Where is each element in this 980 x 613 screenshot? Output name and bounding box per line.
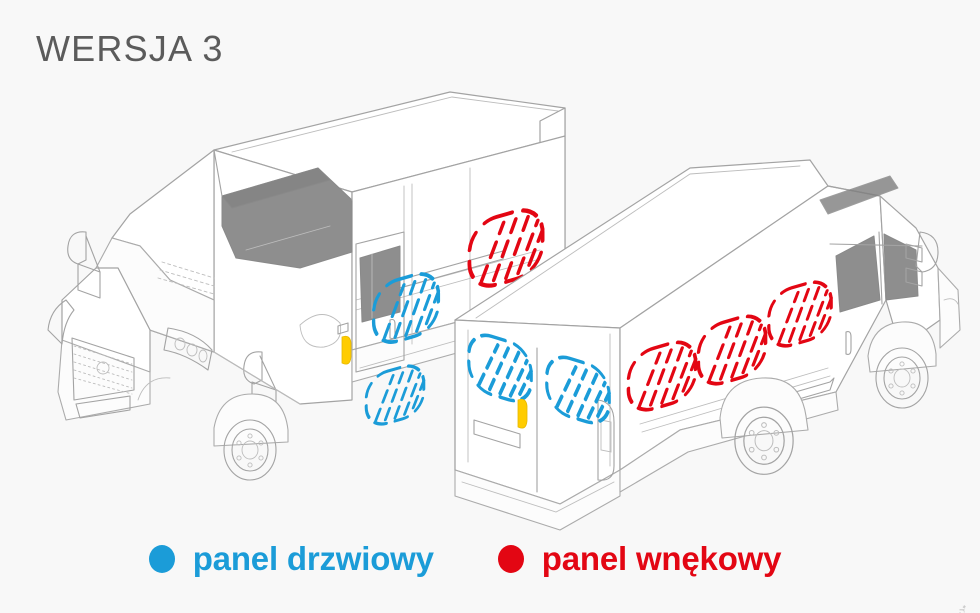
page-title: WERSJA 3 [36, 28, 224, 69]
blue-dot-icon [148, 545, 175, 573]
legend-label-door-panel: panel drzwiowy [192, 540, 434, 577]
copyright-text: *rzut poglądowy w celu oddania ilości dr… [957, 605, 968, 613]
red-dot-icon [497, 545, 524, 573]
legend-item-recess-panel: panel wnękowy [497, 540, 782, 578]
legend: panel drzwiowy panel wnękowy [0, 540, 930, 578]
door-handle-icon [341, 335, 352, 365]
legend-item-door-panel: panel drzwiowy [148, 540, 434, 578]
legend-label-recess-panel: panel wnękowy [541, 540, 782, 577]
van-rear-right-view [454, 159, 961, 531]
door-handle-icon [517, 398, 528, 429]
copyright-notice: *rzut poglądowy w celu oddania ilości dr… [957, 605, 968, 613]
